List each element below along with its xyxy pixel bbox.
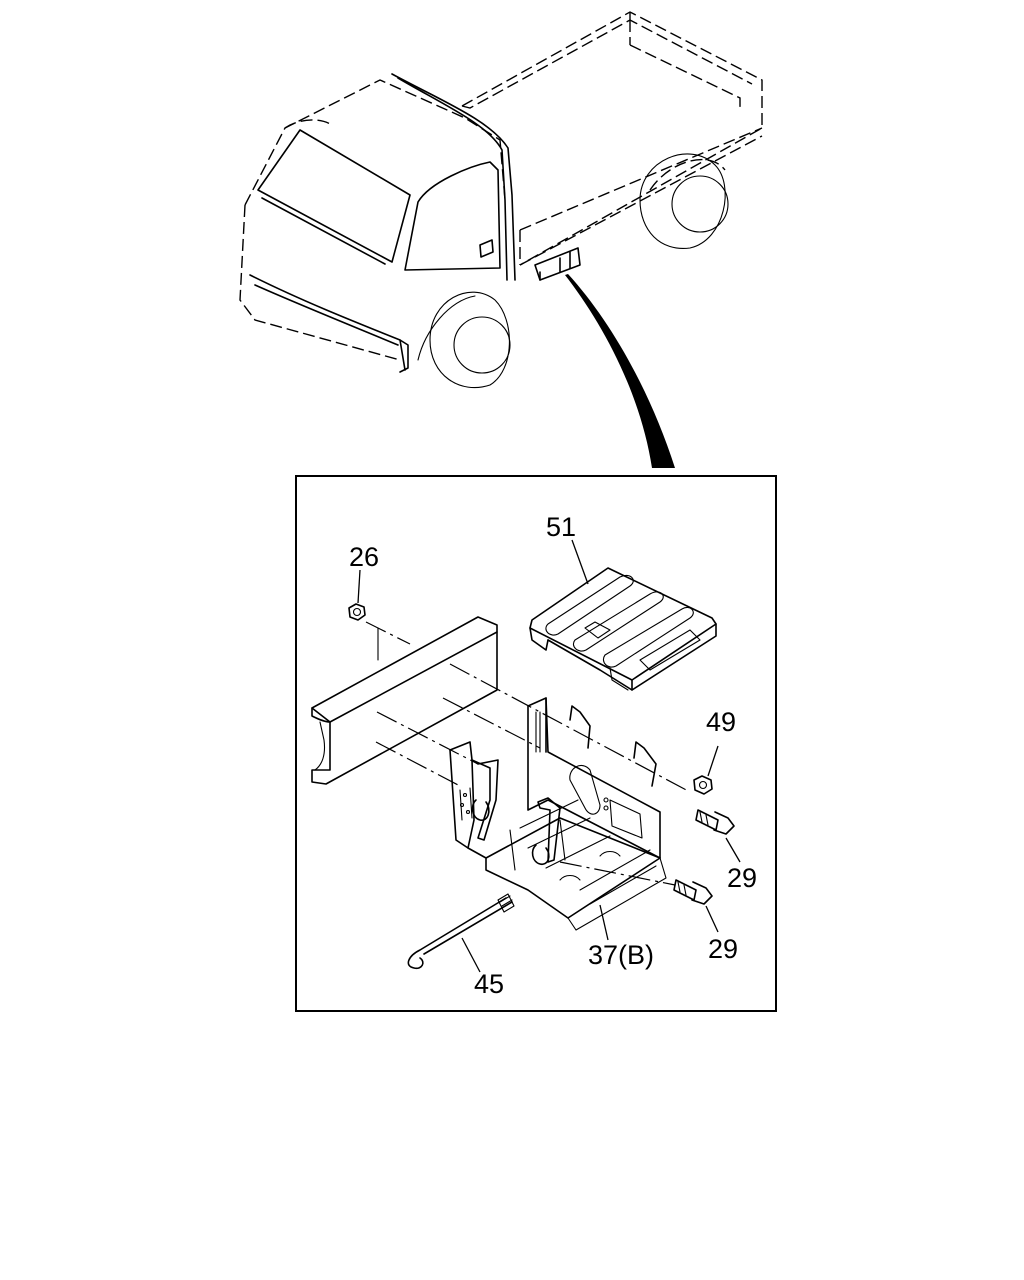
truck-illustration — [239, 11, 763, 468]
frame-rail — [311, 616, 498, 785]
callout-26: 26 — [349, 542, 379, 572]
battery-carrier-37b — [449, 697, 667, 931]
callout-51: 51 — [546, 512, 576, 542]
zoom-pointer — [565, 274, 675, 468]
bolt-29-upper — [695, 809, 735, 835]
bolt-29-lower — [673, 879, 713, 905]
callout-49: 49 — [706, 707, 736, 737]
washer-49 — [693, 775, 713, 795]
hook-rod-45 — [407, 893, 515, 970]
battery-tray-51 — [529, 567, 717, 691]
callout-45: 45 — [474, 969, 504, 999]
callout-29-lower: 29 — [708, 934, 738, 964]
callout-29-upper: 29 — [727, 863, 757, 893]
nut-26 — [348, 603, 366, 621]
callout-37b: 37(B) — [588, 940, 654, 970]
detail-frame — [295, 475, 777, 1012]
